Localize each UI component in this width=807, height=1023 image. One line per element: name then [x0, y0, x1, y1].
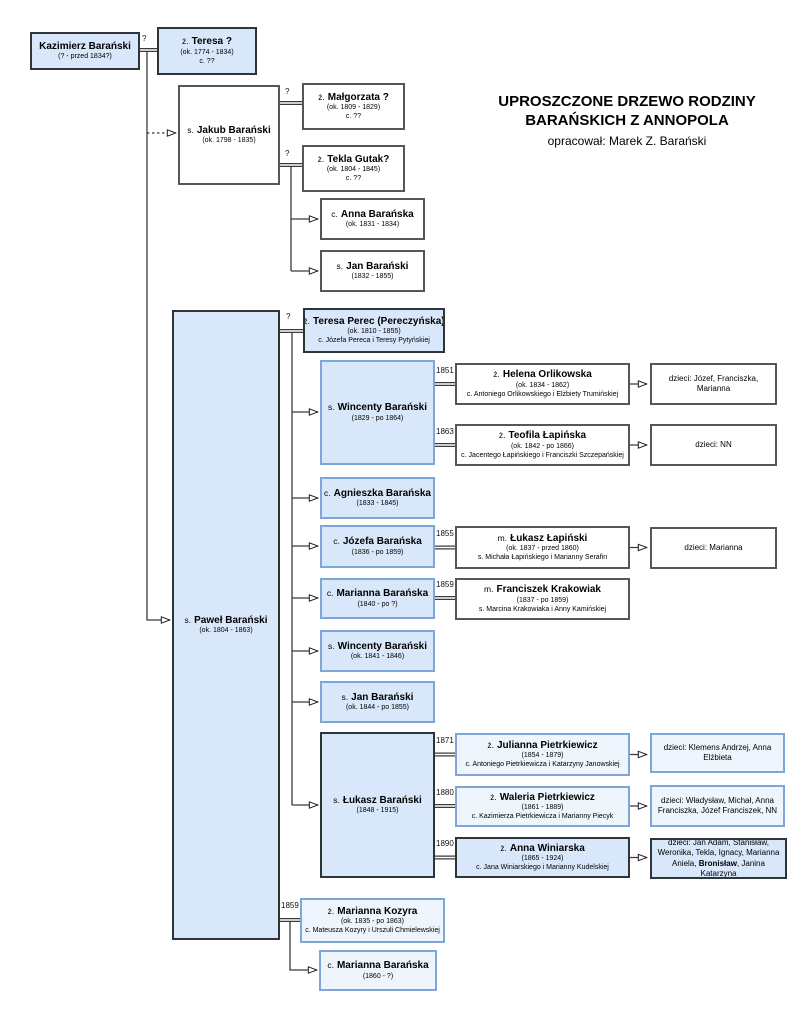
title-line2: BARAŃSKICH Z ANNOPOLA: [525, 111, 729, 129]
marriage-line-wincenty-helena: [435, 381, 455, 387]
person-malgorzata-nn: ż.Małgorzata ? (ok. 1809 - 1829) c. ??: [302, 83, 405, 130]
children-box-teofila: dzieci: NN: [650, 424, 777, 466]
children-box-lukasz-lapinski: dzieci: Marianna: [650, 527, 777, 569]
marriage-label-1855: 1855: [436, 529, 454, 538]
person-pawel-baranski: s.Paweł Barański (ok. 1804 - 1863): [172, 310, 280, 940]
marriage-line-jakub-tekla: [280, 162, 302, 168]
person-anna-winiarska: ż.Anna Winiarska (1865 - 1924) c. Jana W…: [455, 837, 630, 878]
marriage-label-1871: 1871: [436, 736, 454, 745]
descent-line-to-marianna2: [289, 922, 317, 970]
marriage-label-1880: 1880: [436, 788, 454, 797]
person-teofila-lapinska: ż.Teofila Łapińska (ok. 1842 - po 1866) …: [455, 424, 630, 466]
person-teresa-perec: ż.Teresa Perec (Pereczyńska) (ok. 1810 -…: [303, 308, 445, 353]
marriage-line-lukasz-julianna: [435, 752, 455, 757]
marriage-line-wincenty-teofila: [435, 442, 455, 448]
person-wincenty-baranski-1841: s.Wincenty Barański (ok. 1841 - 1846): [320, 630, 435, 672]
person-franciszek-krakowiak: m.Franciszek Krakowiak (1837 - po 1859) …: [455, 578, 630, 620]
marriage-line-marianna-franciszek: [435, 595, 455, 601]
person-teresa-nn: ż.Teresa ? (ok. 1774 - 1834) c. ??: [157, 27, 257, 75]
marriage-label-jakub-malgorzata: ?: [285, 87, 290, 96]
marriage-label-1859-franciszek: 1859: [436, 580, 454, 589]
marriage-label-1859-kozyra: 1859: [281, 901, 299, 910]
descent-line-to-pawel: [146, 52, 170, 620]
person-helena-orlikowska: ż.Helena Orlikowska (ok. 1834 - 1862) c.…: [455, 363, 630, 405]
person-waleria-pietrkiewicz: ż.Waleria Pietrkiewicz (1861 - 1889) c. …: [455, 786, 630, 827]
children-box-waleria: dzieci: Władysław, Michał, Anna Francisz…: [650, 785, 785, 827]
marriage-label-1863: 1863: [436, 427, 454, 436]
person-jan-baranski-1832: s.Jan Barański (1832 - 1855): [320, 250, 425, 292]
person-anna-baranska: c.Anna Barańska (ok. 1831 - 1834): [320, 198, 425, 240]
marriage-line-kazimierz-teresa: [140, 47, 157, 53]
title-subtitle: opracował: Marek Z. Barański: [547, 133, 707, 148]
marriage-label-kazimierz-teresa: ?: [142, 34, 147, 43]
person-lukasz-baranski: s.Łukasz Barański (1848 - 1915): [320, 732, 435, 878]
person-marianna-kozyra: ż.Marianna Kozyra (ok. 1835 - po 1863) c…: [300, 898, 445, 943]
marriage-label-pawel-teresa: ?: [286, 312, 291, 321]
person-tekla-gutak: ż.Tekla Gutak? (ok. 1804 - 1845) c. ??: [302, 145, 405, 192]
marriage-line-pawel-teresa-perec: [280, 328, 303, 334]
children-box-anna-winiarska: dzieci: Jan Adam, Stanisław, Weronika, T…: [650, 838, 787, 879]
children-box-julianna: dzieci: Klemens Andrzej, Anna Elżbieta: [650, 733, 785, 773]
children-box-helena: dzieci: Józef, Franciszka, Marianna: [650, 363, 777, 405]
marriage-line-lukasz-waleria: [435, 803, 455, 809]
person-kazimierz-baranski: Kazimierz Barański (? - przed 1834?): [30, 32, 140, 70]
marriage-line-jozefa-lukasz-lapinski: [435, 545, 455, 550]
diagram-title: UPROSZCZONE DRZEWO RODZINY BARAŃSKICH Z …: [452, 93, 802, 148]
marriage-label-1890: 1890: [436, 839, 454, 848]
person-marianna-baranska-1860: c.Marianna Barańska (1860 - ?): [319, 950, 437, 991]
marriage-line-lukasz-anna-winiarska: [435, 855, 455, 860]
marriage-label-1851: 1851: [436, 366, 454, 375]
person-agnieszka-baranska: c.Agnieszka Barańska (1833 - 1845): [320, 477, 435, 519]
marriage-line-pawel-kozyra: [280, 917, 300, 923]
person-wincenty-baranski-1829: s.Wincenty Barański (1829 - po 1864): [320, 360, 435, 465]
person-jakub-baranski: s.Jakub Barański (ok. 1798 - 1835): [178, 85, 280, 185]
marriage-label-jakub-tekla: ?: [285, 149, 290, 158]
marriage-line-jakub-malgorzata: [280, 100, 302, 106]
person-lukasz-lapinski: m.Łukasz Łapiński (ok. 1837 - przed 1860…: [455, 526, 630, 569]
title-line1: UPROSZCZONE DRZEWO RODZINY: [498, 93, 756, 110]
person-julianna-pietrkiewicz: ż.Julianna Pietrkiewicz (1854 - 1879) c.…: [455, 733, 630, 776]
person-jan-baranski-1844: s.Jan Barański (ok. 1844 - po 1855): [320, 681, 435, 723]
person-jozefa-baranska: c.Józefa Barańska (1836 - po 1859): [320, 525, 435, 568]
person-marianna-baranska-1840: c.Marianna Barańska (1840 - po ?): [320, 578, 435, 619]
